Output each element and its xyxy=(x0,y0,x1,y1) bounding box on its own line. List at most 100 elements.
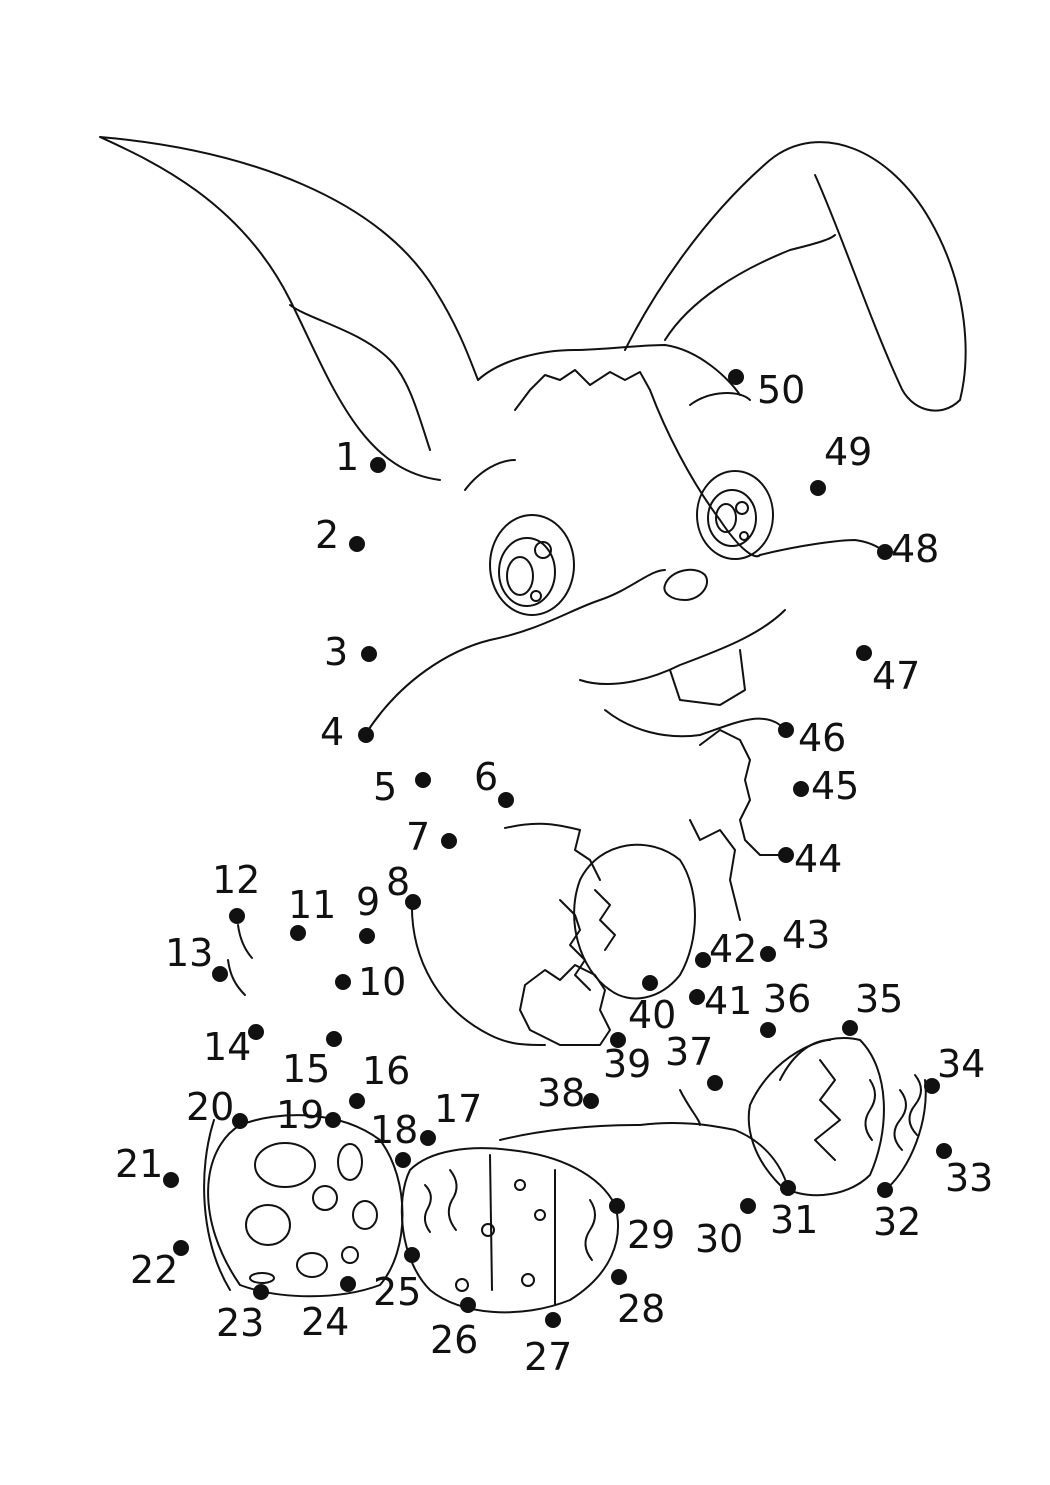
dot-27 xyxy=(545,1312,561,1328)
grass-mark-3 xyxy=(203,1119,231,1291)
dot-label-42: 42 xyxy=(709,927,757,971)
dot-41 xyxy=(689,989,705,1005)
dot-label-18: 18 xyxy=(370,1108,418,1152)
dot-11 xyxy=(290,925,306,941)
dot-18 xyxy=(395,1152,411,1168)
dot-label-26: 26 xyxy=(430,1318,478,1362)
dot-label-1: 1 xyxy=(335,435,359,479)
dot-label-49: 49 xyxy=(824,430,872,474)
dot-30 xyxy=(740,1198,756,1214)
dot-1 xyxy=(370,457,386,473)
dot-47 xyxy=(856,645,872,661)
dot-label-34: 34 xyxy=(937,1042,985,1086)
dot-label-12: 12 xyxy=(212,858,260,902)
held-egg xyxy=(573,843,696,1000)
dot-14 xyxy=(248,1024,264,1040)
dot-label-21: 21 xyxy=(115,1142,163,1186)
dot-label-19: 19 xyxy=(276,1093,324,1137)
dot-label-3: 3 xyxy=(324,630,348,674)
dot-12 xyxy=(229,908,245,924)
dot-label-30: 30 xyxy=(695,1217,743,1261)
dot-7 xyxy=(441,833,457,849)
dot-48 xyxy=(877,544,893,560)
dot-label-41: 41 xyxy=(704,979,752,1023)
face-outline xyxy=(364,569,666,736)
dot-44 xyxy=(778,847,794,863)
dot-23 xyxy=(253,1284,269,1300)
dot-label-20: 20 xyxy=(186,1085,234,1129)
dot-label-6: 6 xyxy=(474,755,498,799)
dot-9 xyxy=(359,928,375,944)
mouth xyxy=(579,609,786,686)
grass-mark xyxy=(237,924,253,959)
dot-label-5: 5 xyxy=(373,765,397,809)
dot-17 xyxy=(420,1130,436,1146)
dot-50 xyxy=(728,369,744,385)
dot-label-44: 44 xyxy=(794,837,842,881)
teeth xyxy=(669,649,746,706)
dot-2 xyxy=(349,536,365,552)
dot-label-29: 29 xyxy=(627,1213,675,1257)
dot-label-8: 8 xyxy=(386,860,410,904)
dot-28 xyxy=(611,1269,627,1285)
right-ear xyxy=(624,141,967,412)
dot-label-7: 7 xyxy=(406,815,430,859)
right-cheek xyxy=(759,539,886,556)
dot-4 xyxy=(358,727,374,743)
dot-21 xyxy=(163,1172,179,1188)
dot-29 xyxy=(609,1198,625,1214)
upper-paw xyxy=(699,729,791,856)
body-left xyxy=(504,822,601,881)
dot-label-32: 32 xyxy=(873,1200,921,1244)
dot-3 xyxy=(361,646,377,662)
dot-22 xyxy=(173,1240,189,1256)
dot-15 xyxy=(326,1031,342,1047)
dot-31 xyxy=(780,1180,796,1196)
head-top xyxy=(477,344,741,396)
dot-label-38: 38 xyxy=(537,1071,585,1115)
dot-5 xyxy=(415,772,431,788)
dot-label-22: 22 xyxy=(130,1248,178,1292)
bunny-line-art xyxy=(99,136,967,1314)
dot-label-2: 2 xyxy=(315,513,339,557)
dot-8 xyxy=(405,894,421,910)
left-ear xyxy=(99,136,479,481)
right-eye xyxy=(696,470,774,560)
foot xyxy=(499,1121,789,1189)
dot-label-50: 50 xyxy=(757,368,805,412)
foot-2 xyxy=(679,1089,701,1126)
dot-42 xyxy=(695,952,711,968)
dot-label-25: 25 xyxy=(373,1270,421,1314)
dot-36 xyxy=(760,1022,776,1038)
dot-label-15: 15 xyxy=(282,1047,330,1091)
dot-label-14: 14 xyxy=(203,1025,251,1069)
dot-32 xyxy=(877,1182,893,1198)
dot-16 xyxy=(349,1093,365,1109)
dot-35 xyxy=(842,1020,858,1036)
dot-37 xyxy=(707,1075,723,1091)
held-egg-zigzag xyxy=(559,899,591,991)
dot-label-24: 24 xyxy=(301,1300,349,1344)
dot-38 xyxy=(583,1093,599,1109)
dot-43 xyxy=(760,946,776,962)
dot-label-17: 17 xyxy=(434,1087,482,1131)
wavy-egg-far-right xyxy=(864,1074,927,1191)
right-inner-ear xyxy=(664,234,836,341)
right-face xyxy=(649,389,761,558)
right-brow xyxy=(689,392,751,406)
dot-33 xyxy=(936,1143,952,1159)
dot-label-35: 35 xyxy=(855,977,903,1021)
dot-label-39: 39 xyxy=(603,1042,651,1086)
head-tuft xyxy=(514,369,651,411)
dot-label-28: 28 xyxy=(617,1287,665,1331)
grass-mark-2 xyxy=(227,959,246,996)
wavy-egg xyxy=(400,1147,619,1314)
dot-46 xyxy=(778,722,794,738)
dot-24 xyxy=(340,1276,356,1292)
dot-label-16: 16 xyxy=(362,1049,410,1093)
left-eye xyxy=(489,514,575,616)
dot-label-23: 23 xyxy=(216,1301,264,1345)
dot-39 xyxy=(610,1032,626,1048)
dot-34 xyxy=(924,1078,940,1094)
